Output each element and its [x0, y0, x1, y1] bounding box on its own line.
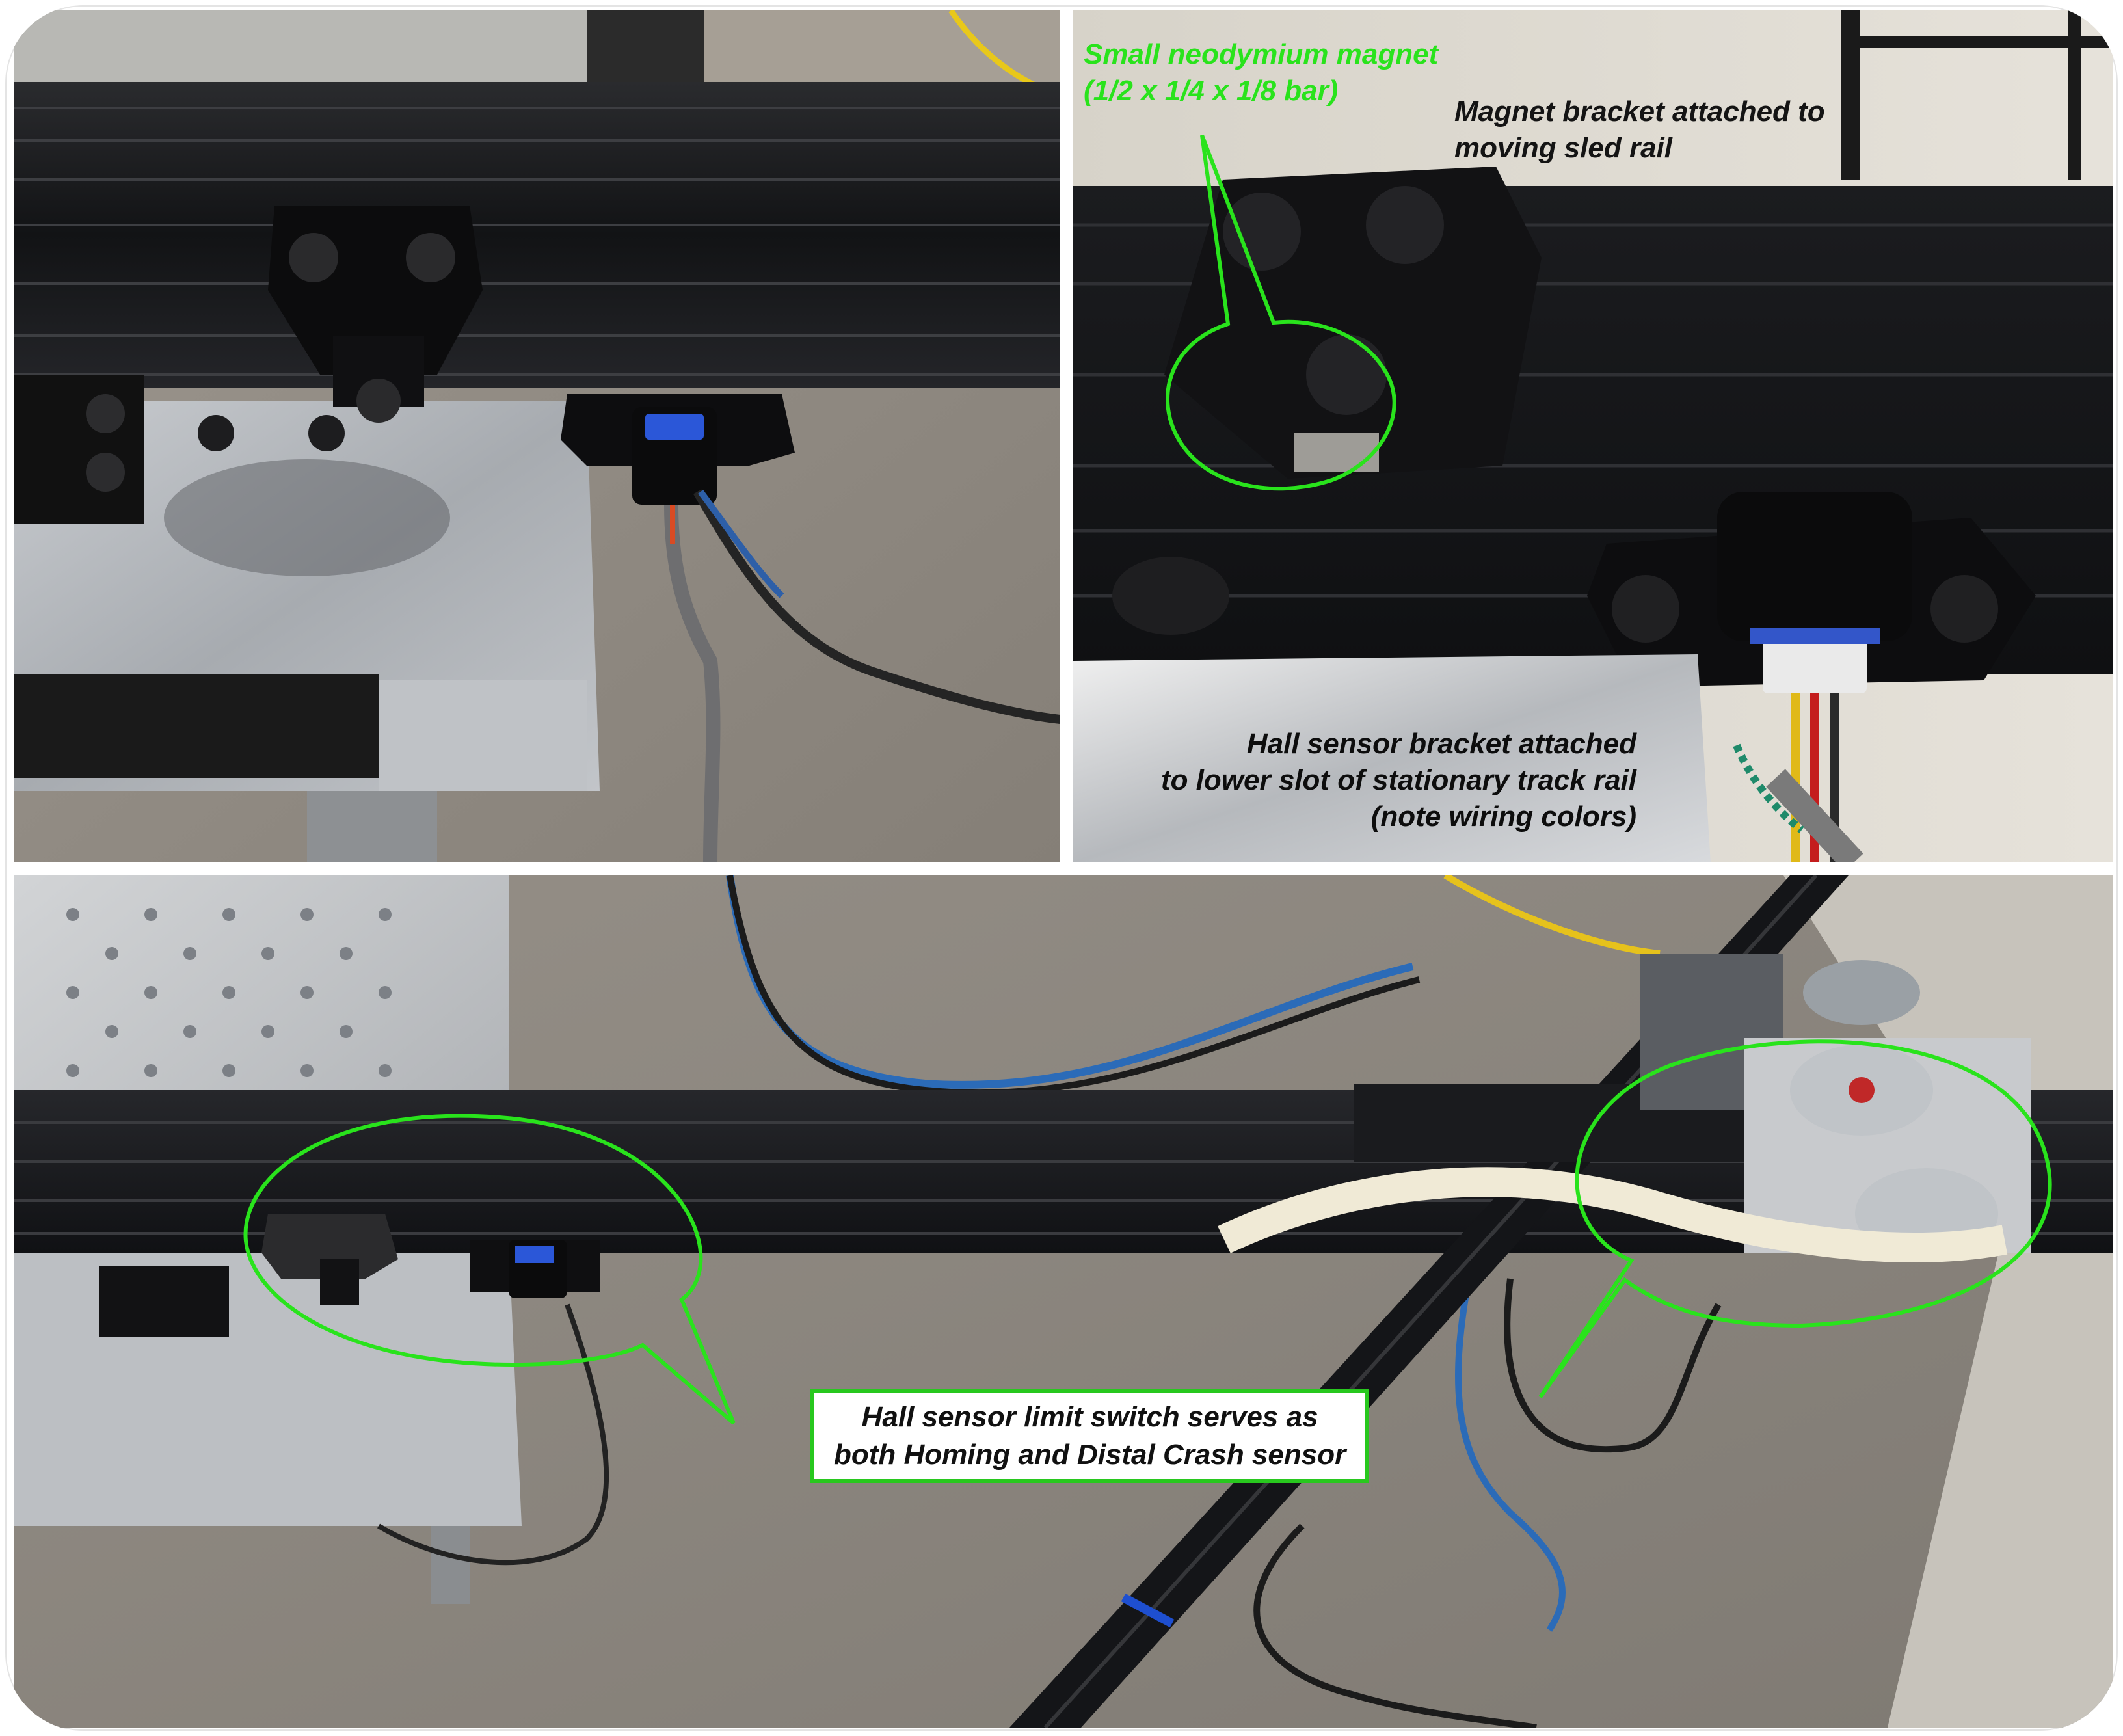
- magnet-caption-line1: Small neodymium magnet: [1084, 38, 1439, 70]
- annotation-overlay: [243, 134, 2052, 1425]
- limit-switch-caption-line2: both Homing and Distal Crash sensor: [834, 1439, 1346, 1471]
- limit-switch-caption-line1: Hall sensor limit switch serves as: [861, 1401, 1318, 1433]
- magnet-bracket-caption-line2: moving sled rail: [1454, 132, 1672, 164]
- photo-collage: Small neodymium magnet (1/2 x 1/4 x 1/8 …: [5, 5, 2118, 1731]
- pulley-callout-bubble: [1538, 1039, 2052, 1398]
- sensor-pair-callout-bubble: [243, 1114, 736, 1425]
- magnet-bracket-caption-line1: Magnet bracket attached to: [1454, 96, 1825, 127]
- photo-brackets-closeup: [1073, 10, 2113, 862]
- magnet-caption: Small neodymium magnet (1/2 x 1/4 x 1/8 …: [1084, 36, 1438, 109]
- hall-bracket-caption-line1: Hall sensor bracket attached: [1246, 728, 1636, 760]
- hall-bracket-caption-line2: to lower slot of stationary track rail: [1160, 764, 1636, 796]
- photo-top-left: [14, 10, 1060, 862]
- magnet-caption-line2: (1/2 x 1/4 x 1/8 bar): [1084, 75, 1339, 107]
- photo-bottom: [14, 875, 2113, 1728]
- hall-bracket-caption-line3: (note wiring colors): [1370, 801, 1636, 833]
- magnet-bracket-caption: Magnet bracket attached to moving sled r…: [1454, 94, 1825, 167]
- photo-top-right: [1073, 10, 2113, 862]
- magnet-callout-bubble: [1166, 134, 1396, 491]
- hall-bracket-caption: Hall sensor bracket attached to lower sl…: [1161, 726, 1636, 835]
- photo-track-overview: [14, 875, 2113, 1728]
- limit-switch-caption: Hall sensor limit switch serves as both …: [810, 1389, 1370, 1483]
- photo-hall-sensor-overview: [14, 10, 1060, 862]
